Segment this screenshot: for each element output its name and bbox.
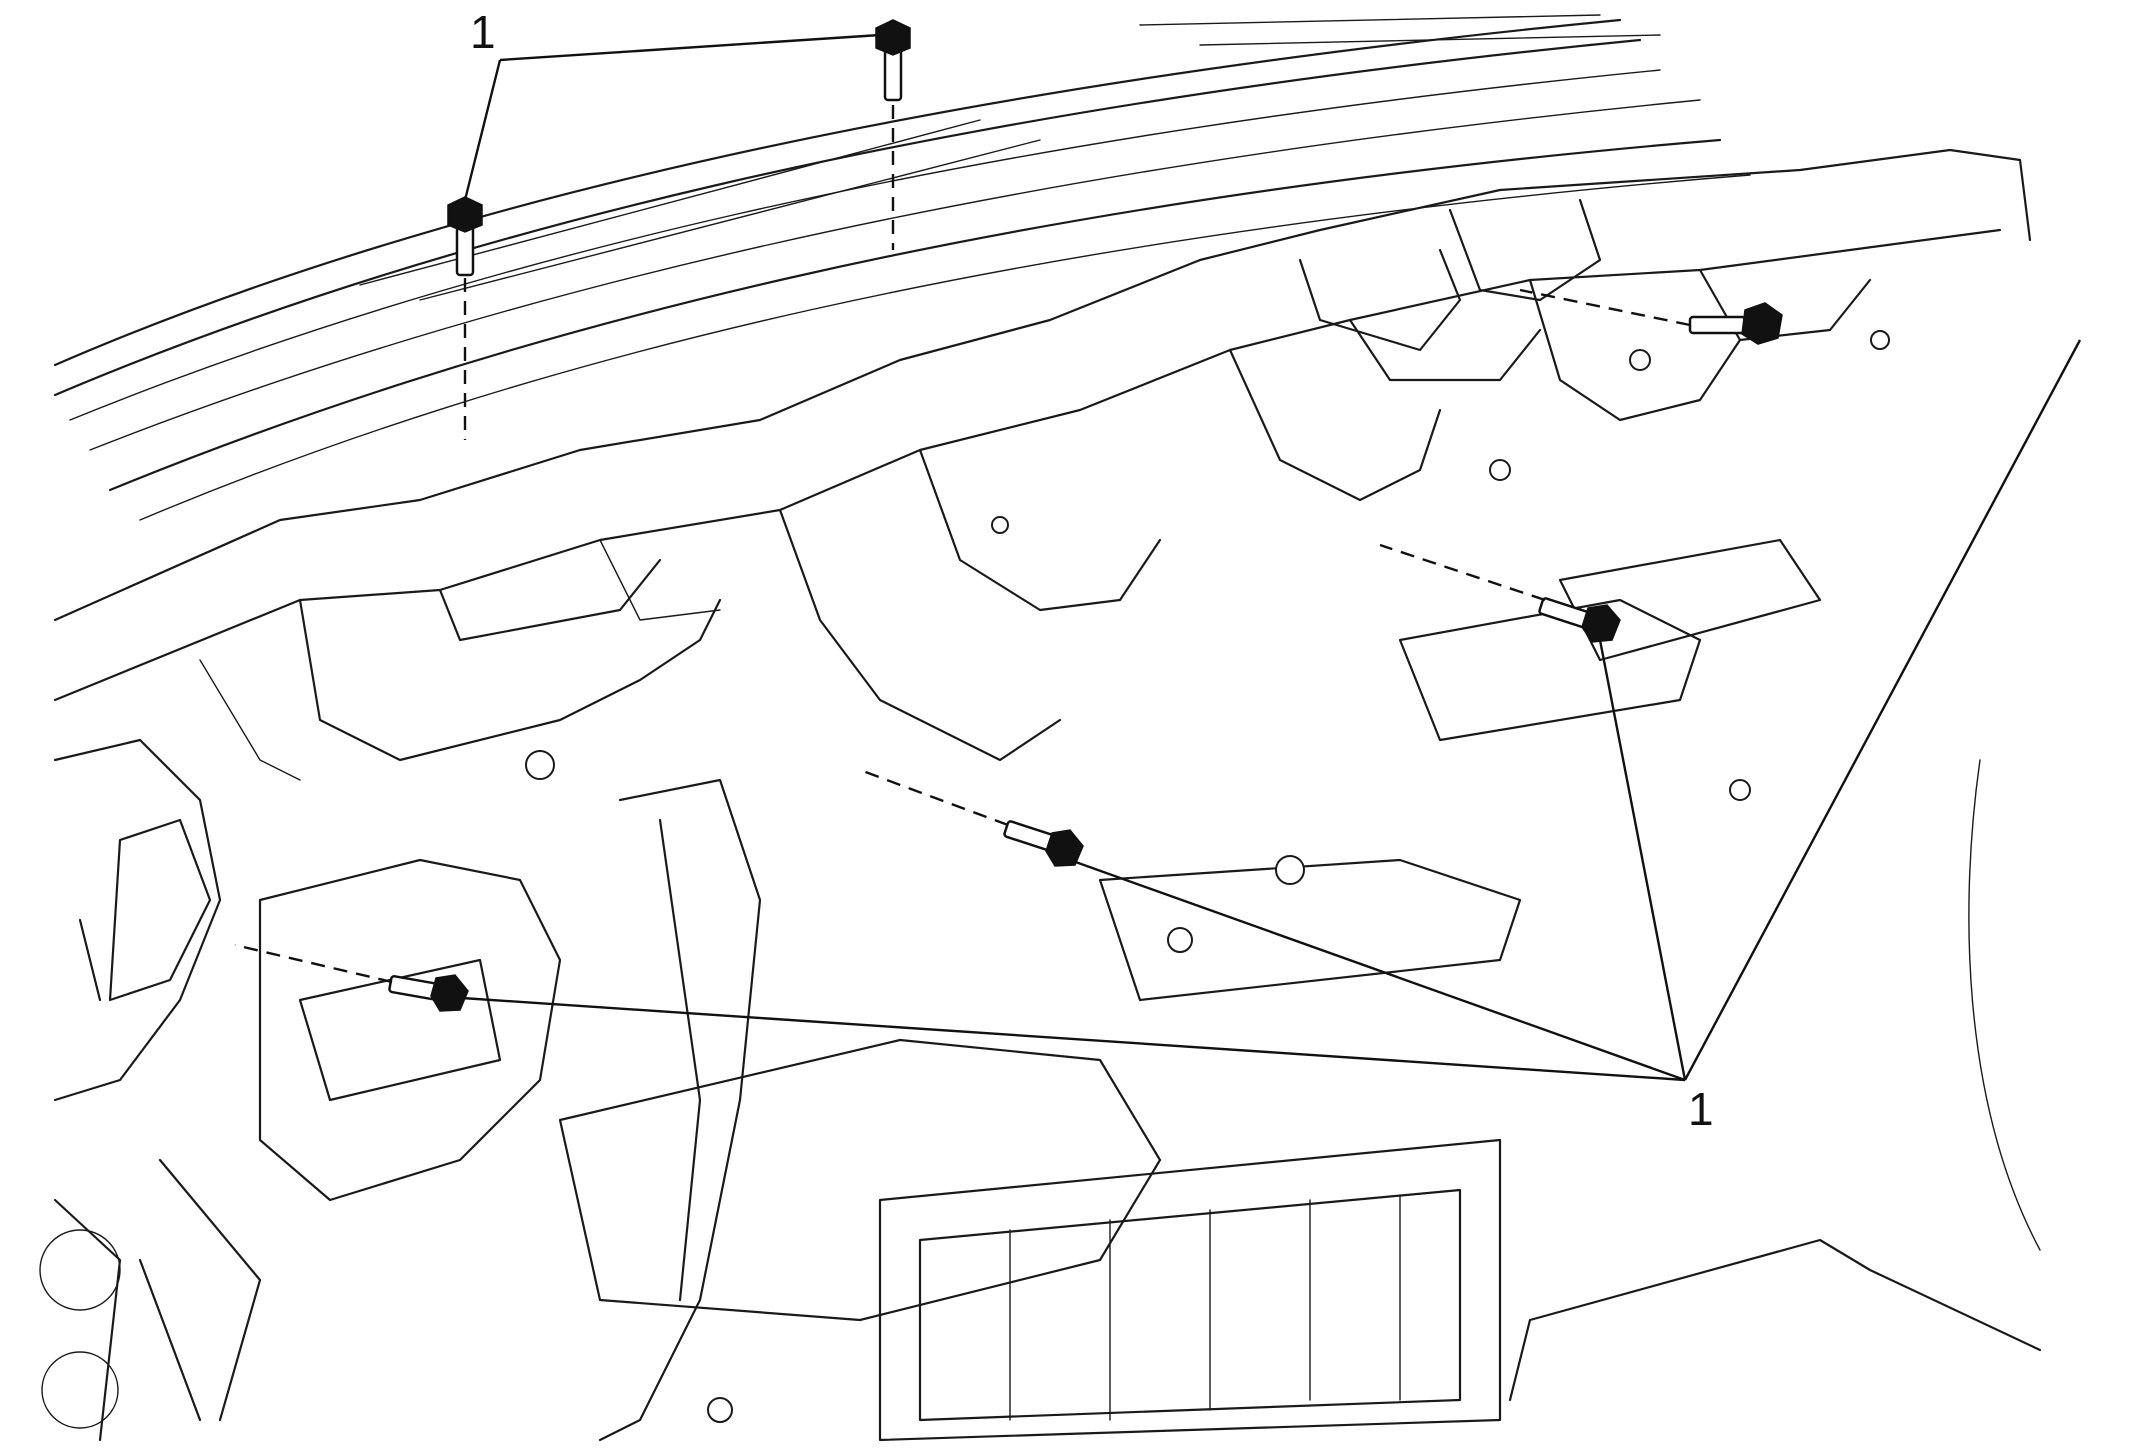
bolt-right-end: [1519, 288, 1783, 345]
bolt-center-right: [1379, 543, 1621, 643]
bolt-top-right: [875, 19, 911, 250]
leader-lines-bottom: [461, 339, 2082, 1082]
bolt-top-left: [447, 196, 483, 440]
carrier-beam: [53, 148, 2032, 781]
lower-structure: [39, 538, 2042, 1442]
leader-lines-top: [463, 33, 881, 201]
callout-label-bottom: 1: [1688, 1083, 1714, 1135]
mounting-holes: [525, 330, 1890, 1423]
windshield-cowl: [53, 14, 1751, 521]
callout-label-top: 1: [470, 6, 496, 58]
bolt-left: [234, 943, 469, 1012]
bolt-center: [859, 768, 1084, 867]
